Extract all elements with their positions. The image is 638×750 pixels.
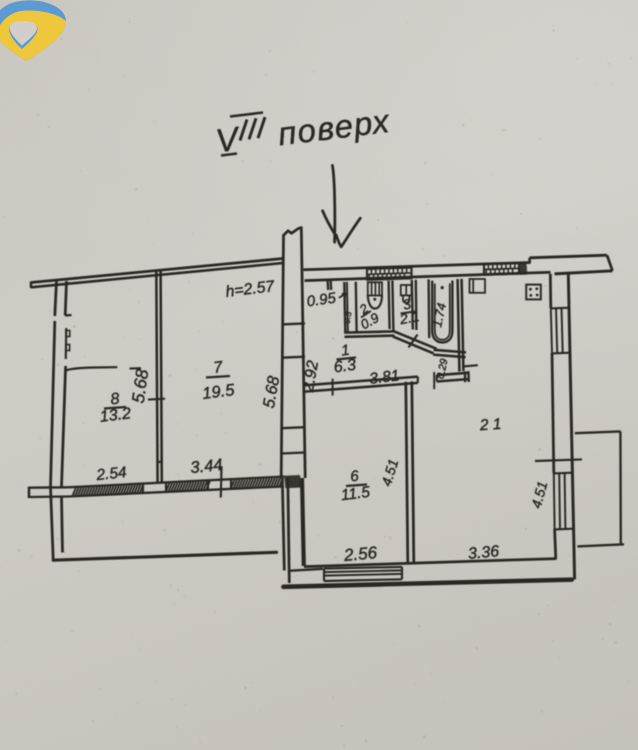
svg-text:h=2.57: h=2.57	[225, 278, 277, 301]
svg-text:11.5: 11.5	[340, 484, 371, 504]
svg-text:2 1: 2 1	[478, 416, 502, 435]
svg-text:3.44: 3.44	[190, 456, 224, 477]
svg-text:2.1: 2.1	[398, 308, 421, 327]
svg-text:0.3: 0.3	[342, 311, 354, 325]
svg-text:6.3: 6.3	[333, 357, 357, 377]
svg-text:3.36: 3.36	[467, 543, 500, 563]
svg-text:2.56: 2.56	[342, 543, 378, 565]
svg-text:0.29: 0.29	[435, 357, 451, 380]
svg-text:1: 1	[340, 342, 351, 360]
svg-text:5.68: 5.68	[260, 374, 283, 410]
svg-text:1.74: 1.74	[430, 302, 449, 329]
svg-text:2.92: 2.92	[300, 359, 322, 394]
svg-text:13.2: 13.2	[99, 405, 132, 426]
svg-text:поверх: поверх	[276, 103, 392, 152]
svg-text:3.81: 3.81	[368, 367, 400, 388]
svg-text:0.95: 0.95	[306, 290, 338, 311]
svg-text:2.54: 2.54	[95, 464, 128, 484]
svg-text:6: 6	[349, 468, 360, 486]
svg-text:5.68: 5.68	[128, 368, 153, 405]
svg-text:4.51: 4.51	[528, 479, 551, 509]
svg-text:19.5: 19.5	[201, 381, 236, 403]
svg-text:7: 7	[212, 359, 224, 377]
svg-text:4.51: 4.51	[378, 457, 401, 488]
svg-text:8: 8	[109, 391, 120, 409]
